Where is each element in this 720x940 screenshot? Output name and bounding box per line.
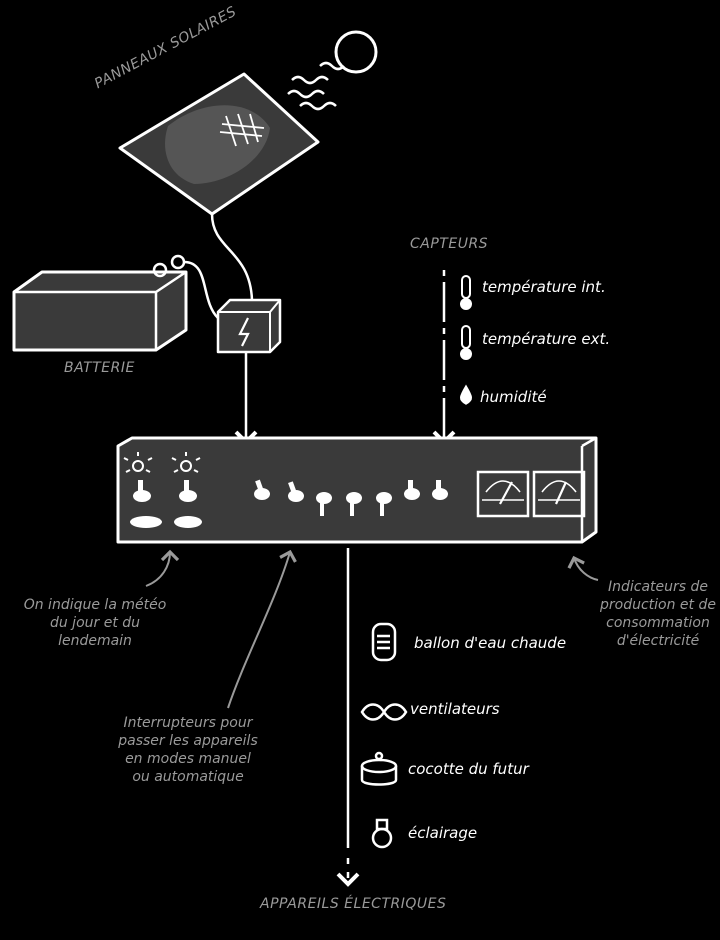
- appliance-label: ventilateurs: [410, 700, 500, 718]
- sensors-label: CAPTEURS: [410, 236, 489, 252]
- toggle-switches: [254, 479, 448, 516]
- sensor-label: température ext.: [482, 330, 611, 348]
- appliance-label: ballon d'eau chaude: [414, 634, 567, 652]
- appliance-label: cocotte du futur: [408, 760, 529, 778]
- control-panel: [116, 436, 598, 544]
- weather-knobs: [133, 480, 197, 502]
- weather-note-arrow: [145, 549, 180, 587]
- appliances-label: APPAREILS ÉLECTRIQUES: [260, 896, 447, 912]
- sensor-label: température int.: [482, 278, 606, 296]
- sun-small-icon: [123, 452, 201, 473]
- indicators-note: Indicateurs de production et de consomma…: [600, 579, 716, 649]
- indicators-note-arrow: [567, 555, 599, 581]
- pot-icon: [360, 751, 398, 786]
- water-heater-icon: [371, 622, 397, 662]
- thermometer-icon: [460, 275, 472, 310]
- droplet-icon: [460, 384, 472, 405]
- lightning-icon: [238, 317, 250, 347]
- sensor-label: humidité: [480, 388, 547, 406]
- battery-label: BATTERIE: [64, 360, 135, 376]
- appliance-label: éclairage: [408, 824, 478, 842]
- switches-note: Interrupteurs pour passer les appareils …: [118, 715, 258, 785]
- fan-icon: [360, 703, 408, 721]
- thermometer-icon: [460, 325, 472, 360]
- gauge-meters: [476, 470, 586, 518]
- switches-note-arrow: [227, 549, 297, 709]
- lightbulb-icon: [371, 818, 393, 849]
- weather-note: On indique la météo du jour et du lendem…: [23, 597, 167, 649]
- converter-box: [216, 298, 282, 445]
- sun-icon: [287, 30, 378, 111]
- solar-panel: [118, 72, 320, 301]
- cloud-icon: [130, 516, 202, 528]
- battery: [12, 254, 219, 352]
